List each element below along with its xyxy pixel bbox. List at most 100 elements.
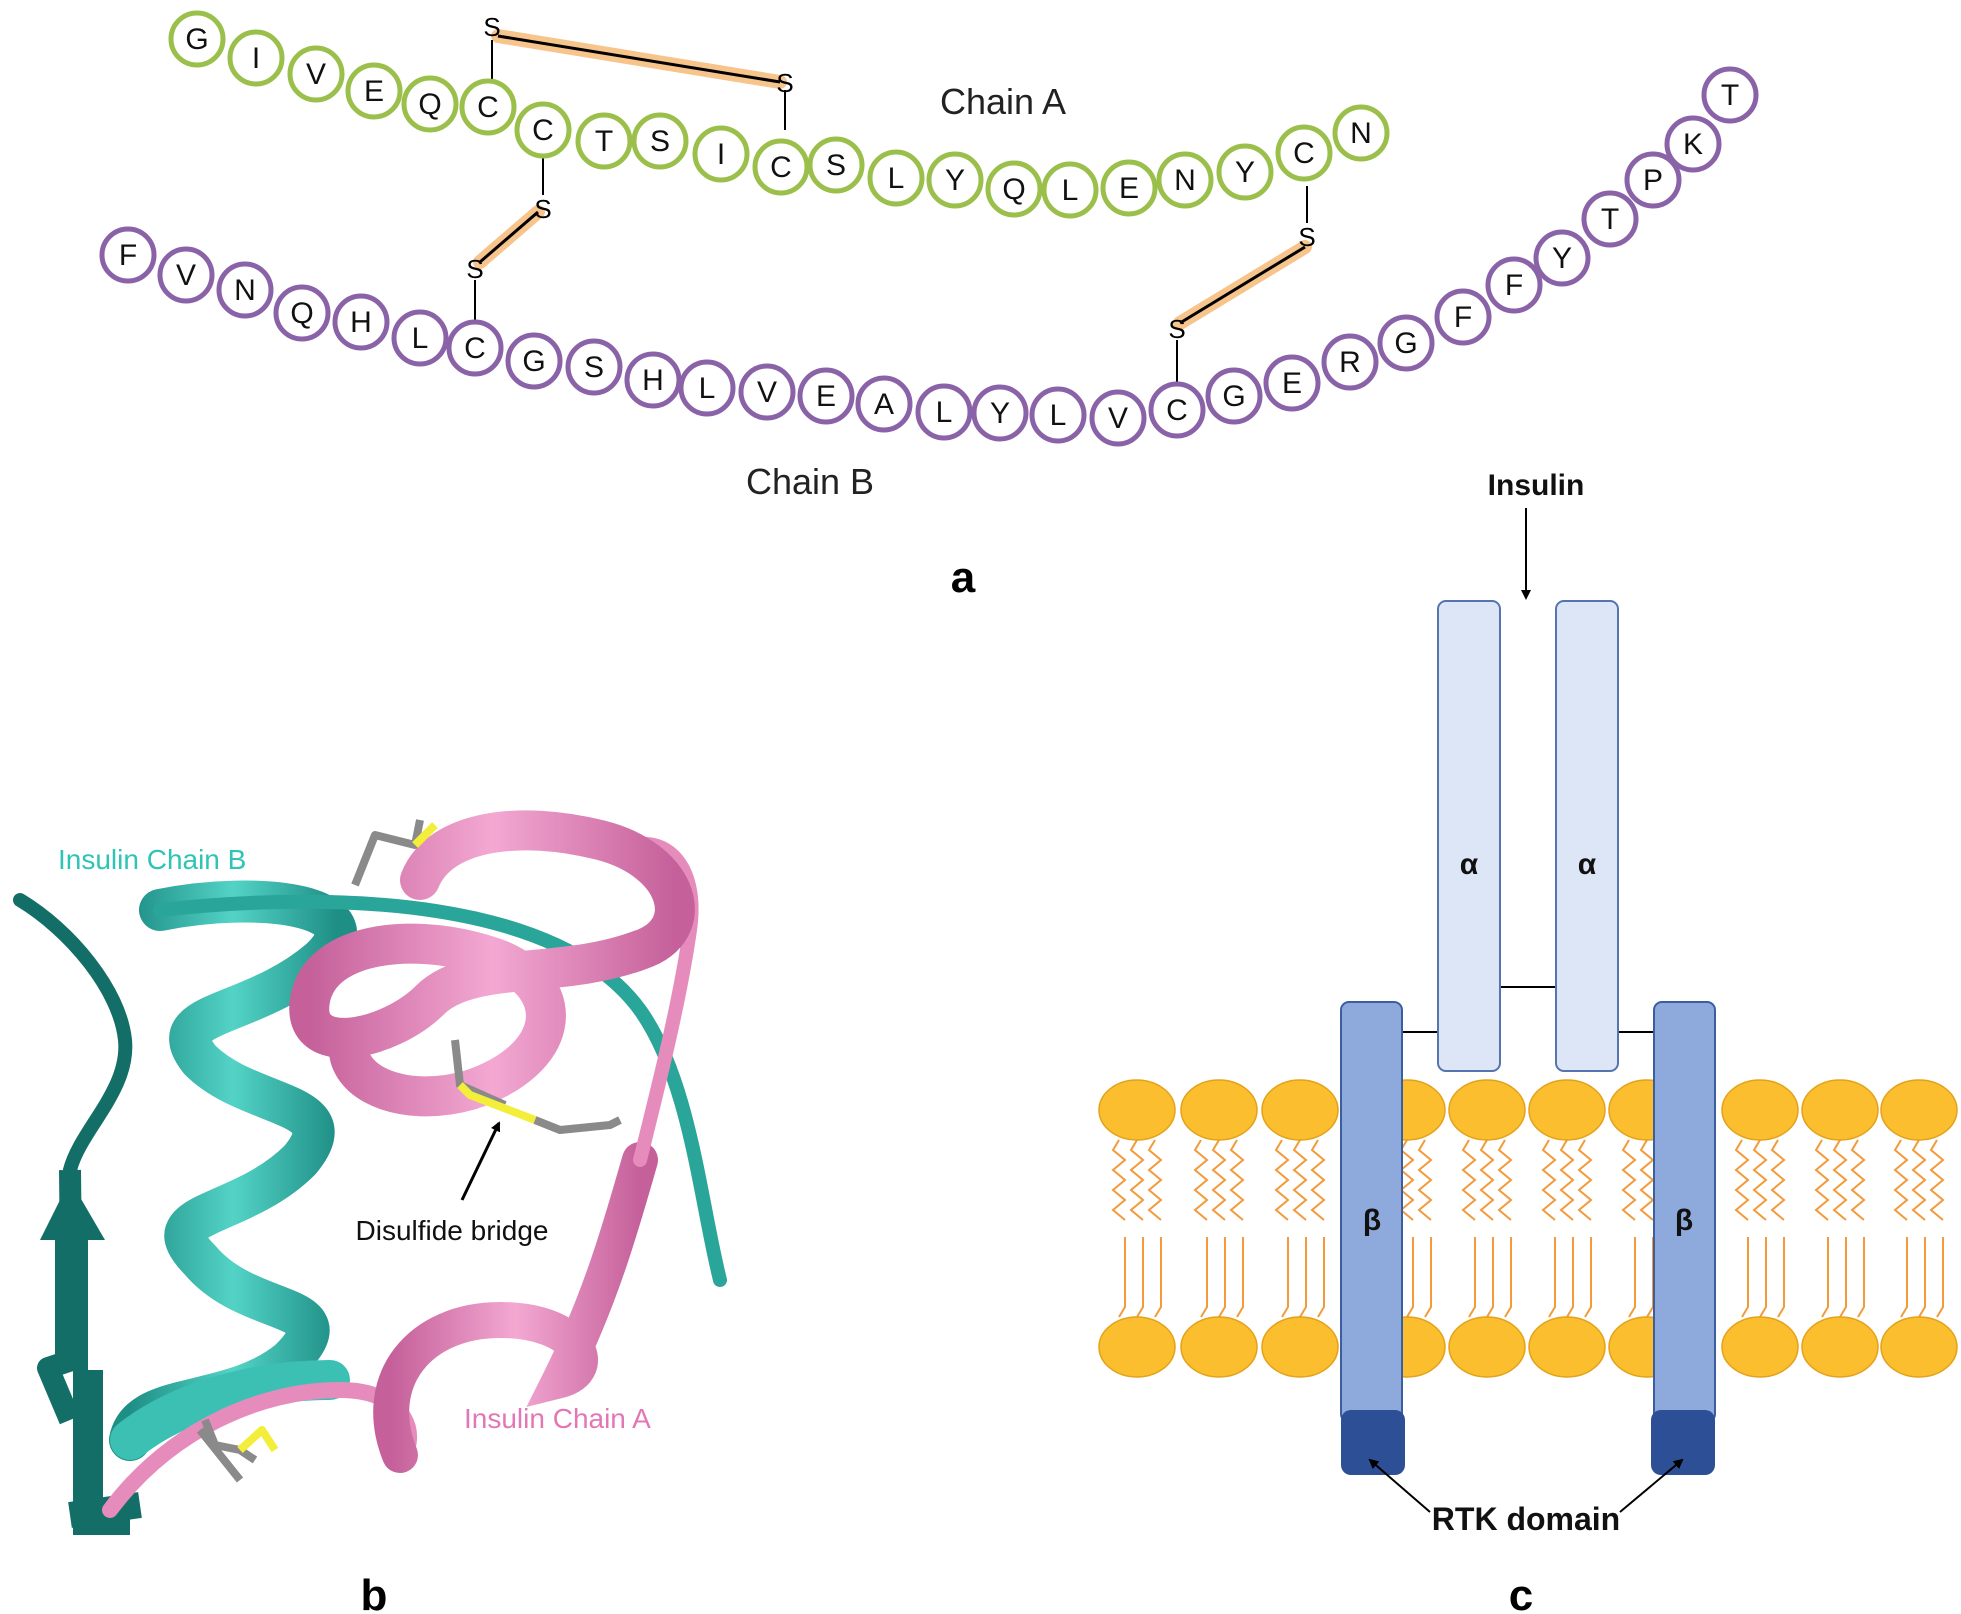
- alpha-subunit-right: [1555, 600, 1619, 1072]
- lipid-head: [1098, 1079, 1176, 1141]
- chain-b-residue-letter: H: [642, 364, 664, 397]
- panel-label-c: c: [1509, 1571, 1533, 1614]
- chain-b-helix-end: [110, 1360, 350, 1460]
- chain-b-residue-letter: S: [584, 351, 604, 384]
- chain-a-residue-circle: [752, 138, 810, 196]
- lipid-tail: [1929, 1139, 1945, 1221]
- chain-a-residue-letter: I: [717, 138, 725, 171]
- lipid-head: [1261, 1079, 1339, 1141]
- chain-b-residue-letter: C: [1166, 394, 1188, 427]
- sulfur-label: S: [534, 194, 551, 224]
- chain-b-residue-letter: Q: [290, 297, 313, 330]
- panel-label-b: b: [361, 1571, 388, 1614]
- chain-b-residue-letter: T: [1601, 203, 1619, 236]
- lipid-tail: [1486, 1237, 1494, 1318]
- lipid-tail: [1193, 1139, 1209, 1221]
- lipid-head: [1801, 1316, 1879, 1378]
- bond-line: [479, 210, 539, 264]
- sulfur-atom-middle: [457, 1082, 537, 1124]
- lipid-tail: [1504, 1237, 1512, 1318]
- chain-b-residue-circle: [1205, 367, 1263, 425]
- chain-b-residue-circle: [1321, 333, 1379, 391]
- disulfide-stick-middle-right: [533, 1116, 622, 1134]
- chain-a-residue-circle: [1332, 104, 1390, 162]
- insulin-chain-b-label: Insulin Chain B: [58, 844, 246, 875]
- lipid-tail: [1129, 1139, 1145, 1221]
- chain-b-residue-letter: P: [1643, 164, 1663, 197]
- chain-b-residue-letter: C: [464, 332, 486, 365]
- lipid-tail: [1229, 1139, 1245, 1221]
- lipid-tail: [1118, 1237, 1126, 1318]
- lipid-tail: [1832, 1139, 1848, 1221]
- lipid-head: [1880, 1316, 1958, 1378]
- chain-a-residue-letter: S: [826, 149, 846, 182]
- chain-b-residue-circle: [391, 309, 449, 367]
- lipid-tail: [1274, 1139, 1290, 1221]
- chain-b-residue-circle: [157, 246, 215, 304]
- chain-a-residue-circle: [1041, 161, 1099, 219]
- chain-b-residue-circle: [216, 261, 274, 319]
- lipid-tail: [1468, 1237, 1476, 1318]
- rtk-pointer-left: [1368, 1458, 1431, 1513]
- lipid-tail: [1918, 1237, 1926, 1318]
- lipid-head: [1261, 1316, 1339, 1378]
- lipid-tail: [1111, 1139, 1127, 1221]
- chain-b-residue-circle: [1581, 190, 1639, 248]
- chain-b-residue-letter: V: [1108, 402, 1128, 435]
- lipid-tail: [1236, 1237, 1244, 1318]
- chain-b-residue-letter: F: [1454, 301, 1472, 334]
- chain-b-residue-letter: L: [412, 322, 429, 355]
- chain-b-residue-circle: [1148, 381, 1206, 439]
- chain-b-residue-circle: [1664, 115, 1722, 173]
- alpha-label-left: α: [1460, 848, 1479, 881]
- chain-b-residue-letter: G: [522, 345, 545, 378]
- chain-a-residue-circle: [345, 62, 403, 120]
- chain-b-residue-circle: [273, 284, 331, 342]
- lipid-tail: [1497, 1139, 1513, 1221]
- lipid-tail: [1299, 1237, 1307, 1318]
- chain-a-residue-circle: [631, 112, 689, 170]
- lipid-tail: [1752, 1139, 1768, 1221]
- lipid-tail: [1734, 1139, 1750, 1221]
- chain-b-residue-letter: E: [1282, 367, 1302, 400]
- chain-b-residue-letter: Y: [1552, 242, 1572, 275]
- chain-a-residue-letter: E: [364, 75, 384, 108]
- lipid-tail: [1292, 1139, 1308, 1221]
- lipid-tail: [1646, 1237, 1654, 1318]
- sulfur-label: S: [466, 254, 483, 284]
- lipid-tail: [1211, 1139, 1227, 1221]
- lipid-tail: [1639, 1139, 1655, 1221]
- chain-b-residue-circle: [738, 363, 796, 421]
- chain-b-residue-circle: [446, 319, 504, 377]
- insulin-ligand-label: Insulin: [1488, 469, 1585, 502]
- chain-a-residue-circle: [227, 29, 285, 87]
- chain-a-residue-circle: [514, 101, 572, 159]
- lipid-tail: [1548, 1237, 1556, 1318]
- chain-a-residue-letter: N: [1350, 117, 1372, 150]
- chain-a-residue-letter: L: [888, 162, 905, 195]
- lipid-tail: [1577, 1139, 1593, 1221]
- chain-b-residue-letter: V: [176, 259, 196, 292]
- panel-b-ribbon-structure: Insulin Chain B Disulfide bridge Insulin…: [13, 810, 727, 1614]
- lipid-tail: [1281, 1237, 1289, 1318]
- chain-b-residue-letter: Y: [990, 397, 1010, 430]
- disulfide-bridge-label: Disulfide bridge: [356, 1215, 549, 1246]
- sulfur-label: S: [776, 68, 793, 98]
- lipid-head: [1528, 1079, 1606, 1141]
- chain-a-residue-letter: Q: [1002, 173, 1025, 206]
- chain-b-residue-circle: [797, 367, 855, 425]
- chain-b-residue-letter: L: [936, 396, 953, 429]
- chain-b-residue-circle: [678, 359, 736, 417]
- lipid-head: [1721, 1079, 1799, 1141]
- chain-b-residue-circle: [565, 338, 623, 396]
- insulin-chain-a-label: Insulin Chain A: [464, 1403, 651, 1434]
- lipid-tail: [1559, 1139, 1575, 1221]
- sulfur-atom-bottom: [237, 1426, 279, 1453]
- chain-a-helix-lower: [373, 1142, 658, 1473]
- lipid-head: [1448, 1079, 1526, 1141]
- chain-b-residue-letter: G: [1394, 327, 1417, 360]
- rtk-domain-right: [1651, 1410, 1715, 1475]
